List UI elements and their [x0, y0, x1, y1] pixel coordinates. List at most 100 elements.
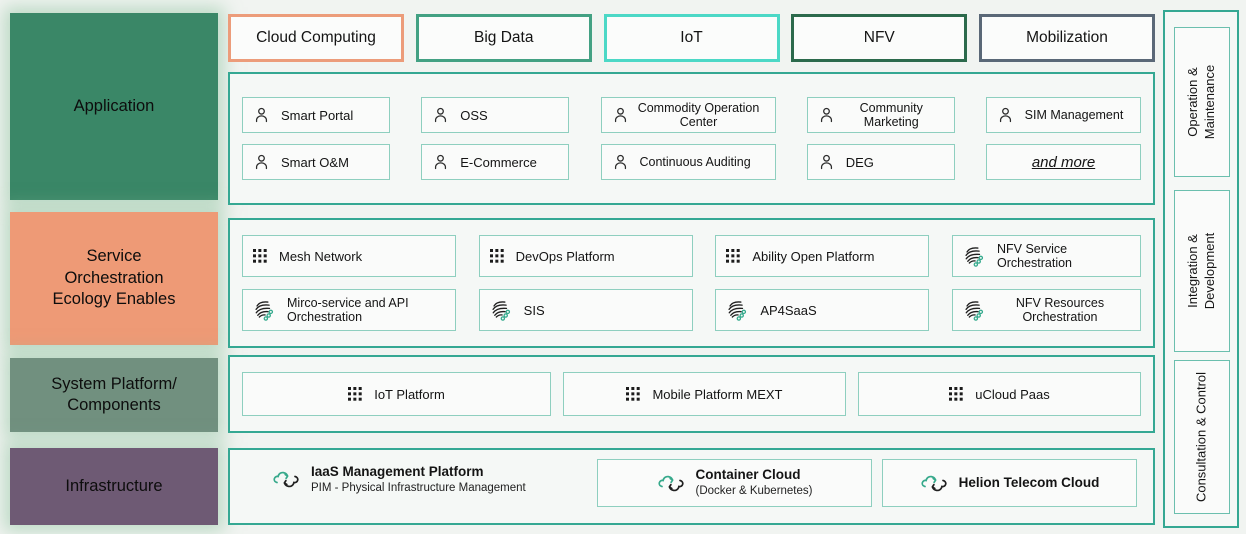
service-row-2: Mirco-service and API Orchestration SIS … [242, 289, 1141, 331]
infra-item-iaas-management: IaaS Management Platform PIM - Physical … [272, 464, 526, 495]
user-icon [432, 153, 449, 171]
item-label: Mobile Platform MEXT [652, 386, 783, 402]
orchestration-icon [963, 245, 986, 268]
svc-item-nfv-service-orchestration: NFV Service Orchestration [951, 235, 1141, 277]
sidebar-line: Maintenance [1202, 64, 1217, 140]
item-label: SIS [523, 302, 545, 318]
item-label: IoT Platform [374, 386, 445, 402]
infrastructure-section: IaaS Management Platform PIM - Physical … [228, 448, 1155, 525]
sys-item-iot-platform: IoT Platform [242, 372, 551, 416]
top-chips-row: Cloud Computing Big Data IoT NFV Mobiliz… [228, 14, 1155, 62]
sidebar-operation-maintenance: Operation & Maintenance [1174, 27, 1230, 177]
svc-item-ap4saas: AP4SaaS [715, 289, 930, 331]
sidebar-vertical-text: Consultation & Control [1194, 372, 1211, 502]
app-item-deg: DEG [806, 144, 955, 180]
sys-item-mobile-platform-mext: Mobile Platform MEXT [563, 372, 846, 416]
infra-item-title: Helion Telecom Cloud [958, 474, 1100, 490]
svc-item-nfv-resources-orchestration: NFV Resources Orchestration [951, 289, 1141, 331]
item-label: OSS [460, 107, 488, 123]
row-label-text: Components [67, 396, 161, 414]
row-label-system-platform: System Platform/ Components [10, 358, 218, 432]
right-sidebar: Operation & Maintenance Integration & De… [1163, 10, 1239, 528]
item-label: Mesh Network [279, 248, 363, 264]
item-label: Community Marketing [859, 100, 923, 129]
service-orchestration-section: Mesh Network DevOps Platform Ability Ope… [228, 218, 1155, 348]
user-icon [818, 106, 835, 124]
chip-label: Big Data [474, 29, 534, 46]
application-row-1: Smart Portal OSS Commodity Operation Cen… [242, 97, 1141, 133]
cloud-sync-icon [920, 473, 948, 494]
sidebar-line: Operation & [1185, 67, 1201, 137]
chip-label: Mobilization [1026, 29, 1108, 46]
app-item-and-more: and more [986, 144, 1141, 180]
user-icon [253, 106, 270, 124]
item-label: NFV Resources Orchestration [1015, 295, 1105, 324]
user-icon [432, 106, 449, 124]
user-icon [818, 153, 835, 171]
infra-item-text: IaaS Management Platform PIM - Physical … [311, 464, 526, 495]
infra-item-container-cloud: Container Cloud (Docker & Kubernetes) [597, 459, 872, 507]
app-item-smart-om: Smart O&M [242, 144, 390, 180]
grid-icon [490, 249, 505, 264]
infra-item-text: Helion Telecom Cloud [959, 475, 1100, 492]
infra-item-subtitle: PIM - Physical Infrastructure Management [311, 481, 526, 494]
user-icon [253, 153, 270, 171]
grid-icon [348, 387, 363, 402]
row-label-service-orchestration: Service Orchestration Ecology Enables [10, 212, 218, 345]
infra-item-text: Container Cloud (Docker & Kubernetes) [696, 467, 813, 498]
chip-nfv: NFV [791, 14, 968, 62]
item-label: Mirco-service and API Orchestration [287, 295, 409, 324]
grid-icon [949, 387, 964, 402]
sidebar-vertical-text: Operation & Maintenance [1185, 65, 1219, 139]
app-item-oss: OSS [421, 97, 570, 133]
row-label-text: Service [86, 247, 142, 266]
item-label: Ability Open Platform [752, 248, 875, 264]
sidebar-integration-development: Integration & Development [1174, 190, 1230, 352]
orchestration-icon [490, 299, 513, 322]
app-item-sim-management: SIM Management [986, 97, 1141, 133]
orchestration-icon [726, 299, 749, 322]
sidebar-line: Integration & [1185, 234, 1201, 308]
chip-iot: IoT [603, 14, 780, 62]
cloud-sync-icon [657, 473, 685, 494]
infra-item-title: Container Cloud [695, 467, 801, 483]
svc-item-devops-platform: DevOps Platform [478, 235, 693, 277]
item-label: uCloud Paas [975, 386, 1050, 402]
orchestration-icon [253, 299, 276, 322]
chip-cloud-computing: Cloud Computing [228, 14, 404, 62]
infra-item-title: IaaS Management Platform [311, 464, 484, 479]
app-item-commodity-operation-center: Commodity Operation Center [600, 97, 776, 133]
cloud-sync-icon [272, 469, 300, 490]
row-label-text: Application [73, 96, 155, 115]
item-label: AP4SaaS [760, 302, 817, 318]
application-row-2: Smart O&M E-Commerce Continuous Auditing… [242, 144, 1141, 180]
item-label: DEG [845, 154, 874, 170]
row-label-infrastructure: Infrastructure [10, 448, 218, 525]
row-label-text: Infrastructure [65, 476, 163, 495]
app-item-smart-portal: Smart Portal [242, 97, 390, 133]
item-label: NFV Service Orchestration [996, 241, 1072, 270]
grid-icon [253, 249, 268, 264]
system-row: IoT Platform Mobile Platform MEXT uCloud… [242, 372, 1141, 416]
app-item-continuous-auditing: Continuous Auditing [600, 144, 776, 180]
sidebar-vertical-text: Integration & Development [1185, 233, 1219, 310]
svc-item-microservice-api-orchestration: Mirco-service and API Orchestration [242, 289, 456, 331]
item-label: Smart Portal [281, 107, 354, 123]
user-icon [997, 106, 1014, 124]
application-section: Smart Portal OSS Commodity Operation Cen… [228, 72, 1155, 205]
user-icon [612, 153, 629, 171]
app-item-community-marketing: Community Marketing [806, 97, 955, 133]
row-label-application: Application [10, 13, 218, 200]
chip-label: Cloud Computing [256, 29, 376, 46]
system-platform-section: IoT Platform Mobile Platform MEXT uCloud… [228, 355, 1155, 433]
item-label: and more [1031, 153, 1096, 171]
row-label-text: System Platform/ [51, 374, 177, 393]
sidebar-line: Consultation & Control [1193, 371, 1209, 503]
chip-label: NFV [863, 29, 895, 46]
svc-item-mesh-network: Mesh Network [242, 235, 456, 277]
svc-item-ability-open-platform: Ability Open Platform [715, 235, 930, 277]
service-row-1: Mesh Network DevOps Platform Ability Ope… [242, 235, 1141, 277]
sys-item-ucloud-paas: uCloud Paas [858, 372, 1141, 416]
chip-label: IoT [680, 29, 703, 46]
